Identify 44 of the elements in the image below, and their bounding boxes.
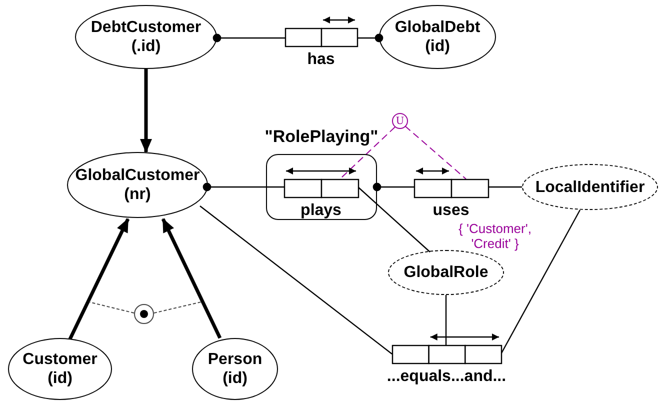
mandatory-role-line [212,34,285,42]
dashed-line [340,126,396,180]
reference-mode: (.id) [131,37,161,56]
exclusive-or-circle [134,304,154,324]
dashed-line [88,302,134,314]
dashed-line [404,126,466,180]
type-name: DebtCustomer [90,18,202,37]
mandatory-role-line [372,182,414,192]
type-name: Person [208,350,262,369]
value-constraint: { 'Customer', 'Credit' } [458,221,532,251]
dashed-line [154,302,202,314]
type-name: GlobalRole [404,263,488,282]
connector-line [200,206,392,354]
reference-mode: (id) [222,369,248,388]
type-name: GlobalDebt [394,18,480,37]
subtype-arrow [161,218,222,339]
mandatory-role-line [357,34,384,42]
entity-type-ellipse [75,5,217,69]
type-name: GlobalCustomer [75,166,200,185]
subtype-arrow [68,218,130,340]
connector-line [488,186,522,188]
fact-type-reading: uses [432,201,470,220]
connector-line [500,210,581,354]
type-name: LocalIdentifier [535,178,645,196]
reference-mode: (id) [425,37,450,56]
type-name: Customer [22,350,98,369]
entity-type-ellipse [379,5,496,69]
reference-mode: (id) [48,369,72,388]
subtype-arrow [140,69,152,153]
mandatory-role-line [202,182,284,192]
fact-type-reading: plays [300,201,342,220]
value-type-ellipse [522,164,658,210]
objectified-type-name: "RolePlaying" [264,127,378,146]
fact-type-reading: has [307,50,335,69]
entity-type-ellipse [8,338,112,400]
connector-line [445,295,447,345]
value-type-ellipse [388,250,504,295]
connector-line [358,186,430,252]
entity-type-ellipse [192,338,278,400]
constraint-circle [392,113,408,129]
constraint-symbol: U [396,115,404,127]
fact-type-reading: ...equals...and... [386,367,506,386]
reference-mode: (nr) [124,185,151,204]
entity-type-ellipse [67,152,208,218]
